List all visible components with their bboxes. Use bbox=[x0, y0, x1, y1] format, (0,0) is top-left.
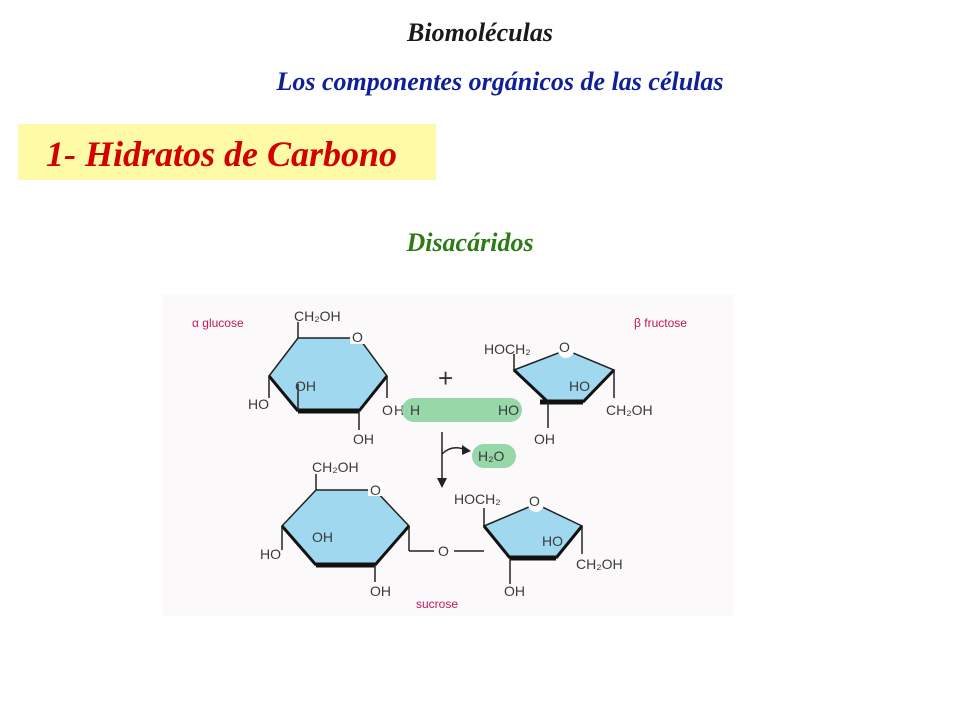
glucose-ring-o: O bbox=[352, 329, 363, 345]
glucose-oh-inner: OH bbox=[295, 378, 316, 394]
water-label: H₂O bbox=[478, 448, 505, 464]
highlight-ho: HO bbox=[498, 402, 519, 418]
reaction-arrow-head bbox=[437, 478, 447, 488]
sucrose-fructose-oh: OH bbox=[504, 583, 525, 599]
sucrose-glucose-ring bbox=[280, 474, 484, 582]
glucose-o: O bbox=[382, 402, 393, 418]
page-subtitle: Los componentes orgánicos de las células bbox=[276, 67, 724, 96]
fructose-ch2oh: CH₂OH bbox=[606, 402, 653, 418]
sucrose-formation-diagram: α glucose β fructose sucrose CH₂OH O OH … bbox=[162, 294, 734, 616]
sucrose-hoch2: HOCH₂ bbox=[454, 491, 501, 507]
sucrose-glucose-o: O bbox=[370, 482, 381, 498]
sucrose-caption: sucrose bbox=[416, 597, 458, 611]
section-label: 1- Hidratos de Carbono bbox=[46, 134, 398, 174]
water-bubble bbox=[472, 444, 516, 468]
section-highlight bbox=[18, 124, 436, 180]
sub-heading: Disacáridos bbox=[406, 228, 534, 257]
sucrose-fructose-ring bbox=[482, 496, 584, 584]
glucose-ring bbox=[267, 322, 389, 430]
plus-sign: + bbox=[438, 363, 453, 393]
reaction-highlight bbox=[402, 398, 522, 422]
glucose-ho: HO bbox=[248, 396, 269, 412]
fructose-caption: β fructose bbox=[634, 316, 687, 330]
sucrose-ch2oh: CH₂OH bbox=[312, 459, 359, 475]
glucose-oh-bottom: OH bbox=[353, 431, 374, 447]
diagram-background bbox=[162, 294, 734, 616]
disaccharide-diagram: α glucose β fructose sucrose CH₂OH O OH … bbox=[162, 294, 734, 616]
sucrose-fructose-ho: HO bbox=[542, 533, 563, 549]
sucrose-oh-inner: OH bbox=[312, 529, 333, 545]
sucrose-fructose-o: O bbox=[529, 493, 540, 509]
sucrose-fructose-ch2oh: CH₂OH bbox=[576, 556, 623, 572]
fructose-ring-o: O bbox=[559, 339, 570, 355]
sucrose-oh-bottom: OH bbox=[370, 583, 391, 599]
glucose-h: H bbox=[394, 402, 404, 418]
highlight-h: H bbox=[410, 402, 420, 418]
fructose-oh-bottom: OH bbox=[534, 431, 555, 447]
glucose-ch2oh: CH₂OH bbox=[294, 308, 341, 324]
glucose-caption: α glucose bbox=[192, 316, 244, 330]
glycosidic-o: O bbox=[438, 543, 449, 559]
fructose-ho-inner: HO bbox=[569, 378, 590, 394]
fructose-hoch2: HOCH₂ bbox=[484, 341, 531, 357]
sucrose-ho: HO bbox=[260, 546, 281, 562]
fructose-ring bbox=[512, 342, 616, 428]
page-title: Biomoléculas bbox=[407, 18, 553, 47]
